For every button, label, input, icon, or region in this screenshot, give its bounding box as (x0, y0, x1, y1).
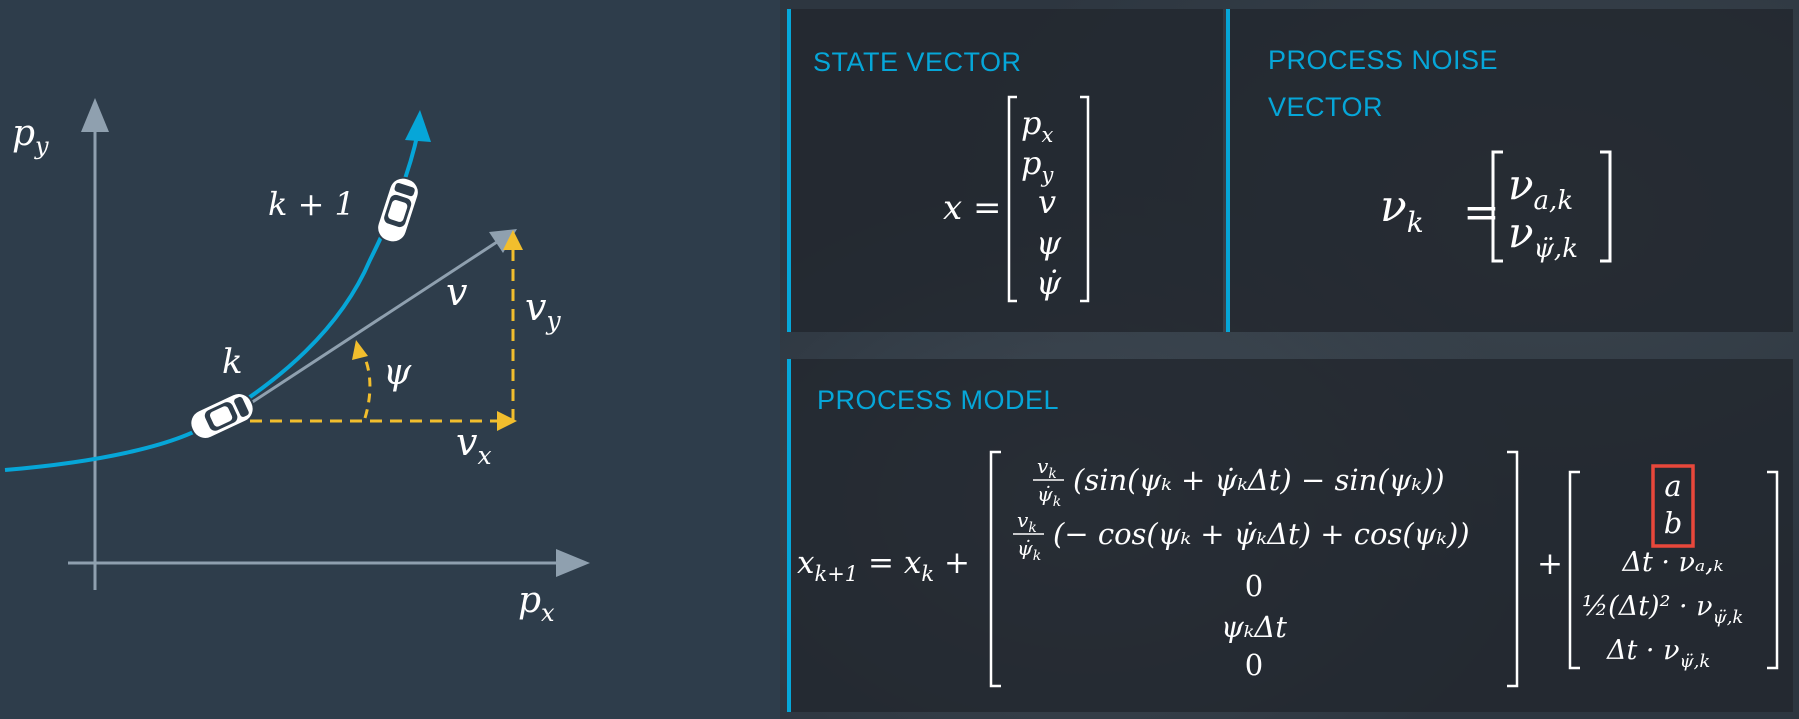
model-row3: 0 (1245, 569, 1263, 603)
equations-area: STATE VECTOR x = px py v ψ ψ̇ PROCESS NO… (780, 0, 1799, 719)
noise-entry-yaw: νψ̈,k (1508, 208, 1578, 264)
car-top-view-icon (376, 176, 420, 244)
row1-frac-num: vk (1037, 454, 1057, 482)
yaw-arc (360, 351, 372, 419)
right-bracket (1767, 470, 1779, 670)
model-lhs: xk+1 = xk + (797, 545, 970, 586)
process-model-panel: PROCESS MODEL xk+1 = xk + vk ψ̇k (sin(ψₖ… (787, 359, 1793, 712)
right-bracket (1600, 150, 1612, 263)
state-entry-v: v (1038, 183, 1056, 221)
left-bracket (989, 450, 1001, 688)
trajectory-arrowhead (405, 110, 431, 142)
velocity-label: v (446, 270, 468, 314)
noise-entry-a: νa,k (1508, 160, 1573, 216)
right-bracket (1507, 450, 1519, 688)
vy-arrowhead (503, 230, 523, 250)
noise-row-5: Δt · νψ̈,k (1606, 635, 1710, 672)
vy-label: vy (525, 285, 561, 335)
process-noise-panel: PROCESS NOISE VECTOR νk = νa,k νψ̈,k (1226, 9, 1793, 332)
state-entry-py: py (1021, 144, 1054, 187)
left-bracket (1491, 150, 1503, 263)
model-row1: (sin(ψₖ + ψ̇ₖΔt) − sin(ψₖ)) (1073, 463, 1445, 497)
velocity-vector (227, 238, 501, 420)
yaw-arc-arrowhead (352, 340, 368, 360)
state-vector-title: STATE VECTOR (813, 47, 1022, 77)
noise-lhs: νk (1380, 181, 1424, 239)
yaw-label: ψ (383, 352, 412, 393)
noise-row-4: ½(Δt)² · νψ̈,k (1582, 591, 1743, 628)
process-noise-title-line2: VECTOR (1268, 92, 1384, 122)
y-axis-arrowhead (81, 98, 109, 132)
diagram-canvas: py px k + 1 k v ψ vx vy (4, 98, 590, 627)
state-lhs: x = (943, 188, 1001, 228)
car-top-view-icon (189, 392, 255, 440)
model-plus: + (1537, 546, 1563, 582)
state-vector-panel: STATE VECTOR x = px py v ψ ψ̇ (787, 9, 1223, 332)
state-vector-equation: x = px py v ψ ψ̇ (943, 95, 1090, 303)
noise-row-b: b (1664, 506, 1683, 540)
axis-y-label: py (12, 113, 49, 160)
row1-frac-den: ψ̇k (1037, 482, 1061, 510)
process-noise-equation: νk = νa,k νψ̈,k (1380, 150, 1612, 264)
kinematic-diagram: py px k + 1 k v ψ vx vy (0, 0, 780, 719)
step-label: k (222, 342, 243, 382)
model-row2: (− cos(ψₖ + ψ̇ₖΔt) + cos(ψₖ)) (1053, 517, 1470, 551)
state-entry-px: px (1021, 104, 1053, 147)
row2-frac-den: ψ̇k (1017, 536, 1041, 564)
row2-frac-num: vk (1017, 508, 1037, 536)
state-entry-psi: ψ (1036, 224, 1062, 262)
process-model-equation: xk+1 = xk + vk ψ̇k (sin(ψₖ + ψ̇ₖΔt) − si… (797, 450, 1779, 688)
vx-label: vx (456, 420, 492, 470)
noise-row-3: Δt · νₐ,ₖ (1621, 547, 1723, 578)
x-axis-arrowhead (556, 549, 590, 577)
left-bracket (1007, 95, 1017, 303)
right-bracket (1080, 95, 1090, 303)
state-entry-psi-dot: ψ̇ (1036, 264, 1062, 302)
left-bracket (1568, 470, 1580, 670)
model-row4: ψₖΔt (1221, 610, 1287, 644)
process-noise-title-line1: PROCESS NOISE (1268, 45, 1499, 75)
noise-row-a: a (1664, 469, 1681, 503)
highlight-box (1651, 464, 1695, 548)
vx-arrowhead (497, 411, 517, 431)
process-model-title: PROCESS MODEL (817, 385, 1060, 415)
velocity-arrowhead (489, 229, 517, 253)
model-row5: 0 (1245, 648, 1263, 682)
axis-x-label: px (518, 580, 555, 627)
step-next-label: k + 1 (268, 185, 355, 223)
process-noise-title: PROCESS NOISE VECTOR (1268, 37, 1498, 131)
